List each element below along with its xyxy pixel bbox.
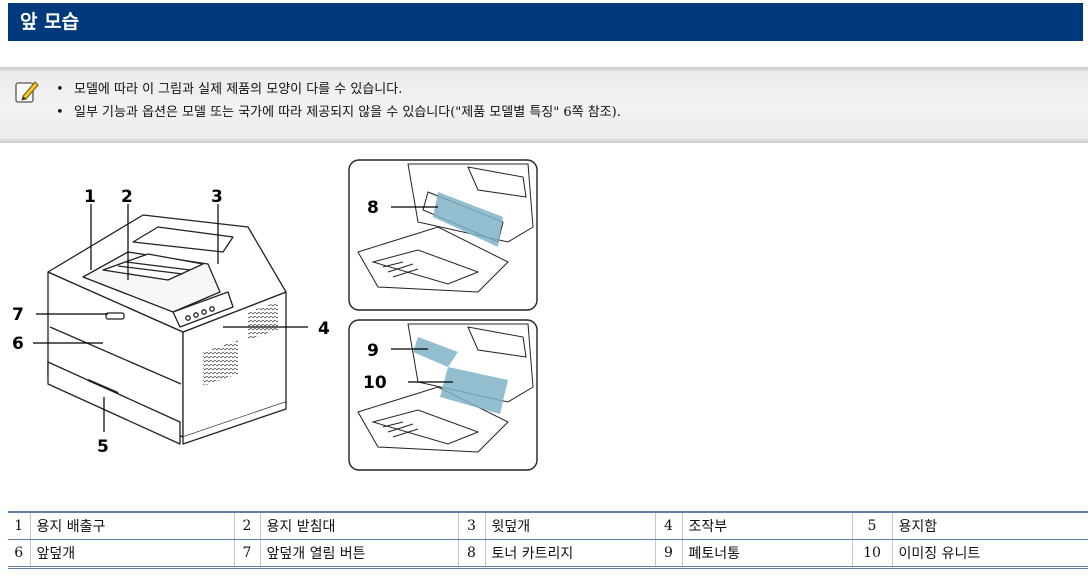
part-number: 9 xyxy=(654,539,682,568)
callout-leaders xyxy=(33,204,308,432)
note-box: 모델에 따라 이 그림과 실제 제품의 모양이 다를 수 있습니다. 일부 기능… xyxy=(0,67,1088,143)
note-item: 일부 기능과 옵션은 모델 또는 국가에 따라 제공되지 않을 수 있습니다("… xyxy=(56,101,621,124)
part-number: 10 xyxy=(851,539,892,568)
callout-4: 4 xyxy=(318,319,330,339)
part-number: 2 xyxy=(233,512,260,540)
part-number: 4 xyxy=(654,512,682,540)
part-number: 5 xyxy=(851,512,892,540)
printer-front-figure: 1 2 3 4 5 6 7 8 xyxy=(12,159,538,471)
part-name: 조작부 xyxy=(681,512,852,540)
part-name: 용지함 xyxy=(891,512,1088,540)
printer-illustration xyxy=(47,214,287,445)
part-number: 3 xyxy=(457,512,485,540)
parts-row: 1 용지 배출구 2 용지 받침대 3 윗덮개 4 조작부 5 용지함 xyxy=(8,512,1088,540)
part-number: 6 xyxy=(14,545,24,561)
callout-2: 2 xyxy=(121,187,133,207)
part-name: 윗덮개 xyxy=(484,512,655,540)
part-name: 용지 받침대 xyxy=(259,512,458,540)
parts-table: 1 용지 배출구 2 용지 받침대 3 윗덮개 4 조작부 5 용지함 6 앞덮… xyxy=(8,511,1088,569)
callout-5: 5 xyxy=(97,437,109,457)
callout-1: 1 xyxy=(84,187,96,207)
inset-waste-imaging: 9 10 xyxy=(348,319,538,471)
part-number: 1 xyxy=(8,512,30,540)
callout-9: 9 xyxy=(367,341,379,361)
part-number: 8 xyxy=(457,539,485,568)
callout-8: 8 xyxy=(367,198,379,218)
callout-7: 7 xyxy=(12,305,24,325)
note-list: 모델에 따라 이 그림과 실제 제품의 모양이 다를 수 있습니다. 일부 기능… xyxy=(56,78,621,124)
part-name: 앞덮개 열림 버튼 xyxy=(259,539,458,568)
callout-10: 10 xyxy=(363,373,387,393)
inset-toner-cartridge: 8 xyxy=(348,159,538,311)
printer-callouts: 1 2 3 4 5 6 7 xyxy=(12,187,330,457)
part-name: 폐토너통 xyxy=(681,539,852,568)
callout-3: 3 xyxy=(211,187,223,207)
pencil-note-icon xyxy=(15,81,39,103)
parts-row: 6 앞덮개 7 앞덮개 열림 버튼 8 토너 카트리지 9 폐토너통 10 이미… xyxy=(8,539,1088,568)
callout-6: 6 xyxy=(12,334,24,354)
part-name: 이미징 유니트 xyxy=(891,539,1088,568)
section-title: 앞 모습 xyxy=(20,11,80,33)
part-number: 7 xyxy=(233,539,260,568)
note-item: 모델에 따라 이 그림과 실제 제품의 모양이 다를 수 있습니다. xyxy=(56,78,621,101)
section-title-bar: 앞 모습 xyxy=(8,3,1083,41)
part-name: 토너 카트리지 xyxy=(484,539,655,568)
part-name: 용지 배출구 xyxy=(29,512,234,540)
part-name: 앞덮개 xyxy=(29,539,234,568)
